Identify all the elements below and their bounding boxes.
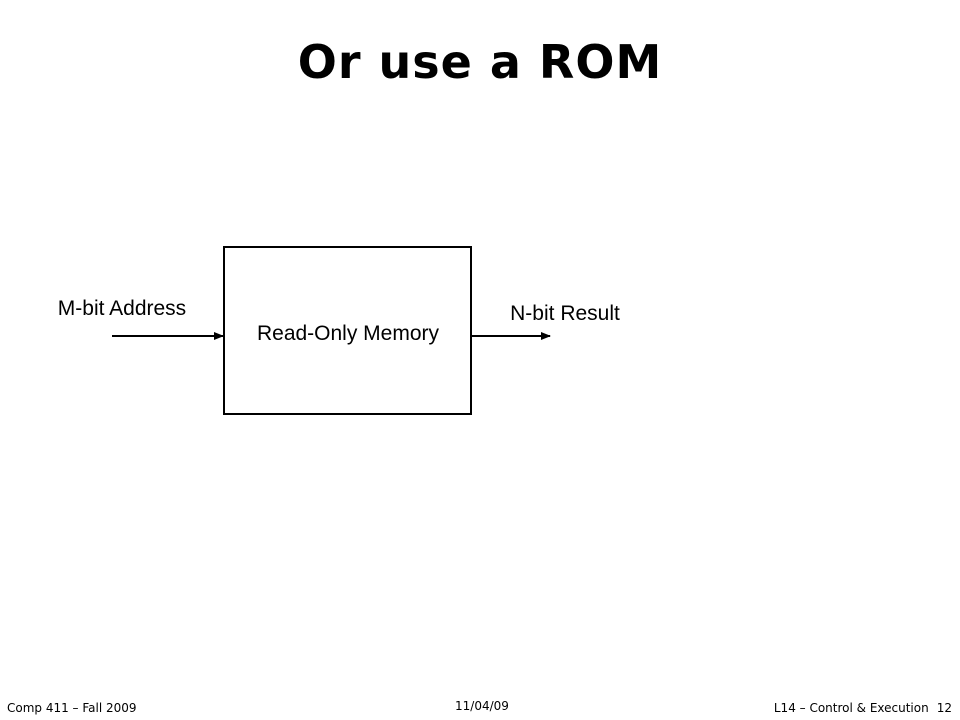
rom-box-label: Read-Only Memory: [257, 322, 440, 345]
footer-date: 11/04/09: [455, 699, 509, 713]
footer-course: Comp 411 – Fall 2009: [7, 701, 137, 715]
rom-box: [223, 246, 472, 415]
input-label: M-bit Address: [58, 297, 186, 320]
output-label: N-bit Result: [510, 302, 620, 325]
slide-title: Or use a ROM: [297, 35, 663, 89]
footer-lecture: L14 – Control & Execution: [773, 701, 929, 715]
footer-lecture-info: L14 – Control & Execution 12: [774, 700, 952, 716]
footer-page-number: 12: [936, 701, 952, 715]
